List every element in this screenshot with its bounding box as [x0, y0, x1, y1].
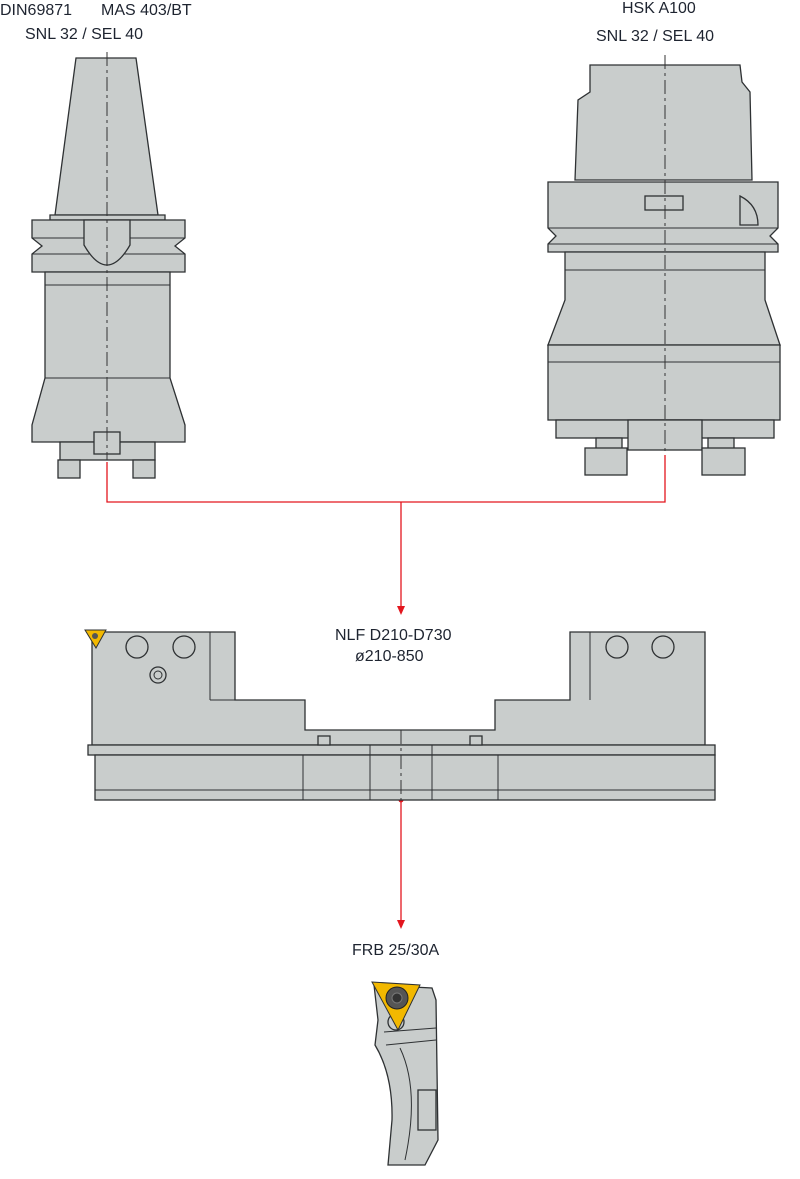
cartridge-drawing [371, 981, 439, 1166]
cartridge-name: FRB 25/30A [352, 942, 440, 959]
hsk-holder-drawing [547, 55, 781, 476]
boring-head-drawing [84, 629, 716, 801]
left-holder-standard: DIN69871 [0, 2, 73, 19]
boring-head-name: NLF D210-D730 [335, 627, 452, 644]
connector-lines [106, 455, 666, 929]
bt-holder-drawing [31, 52, 186, 479]
right-holder-size: SNL 32 / SEL 40 [596, 28, 714, 45]
right-holder-type: HSK A100 [622, 0, 696, 17]
boring-head-range: ø210-850 [355, 648, 424, 665]
left-holder-size: SNL 32 / SEL 40 [25, 26, 143, 43]
left-holder-type: MAS 403/BT [101, 2, 192, 19]
